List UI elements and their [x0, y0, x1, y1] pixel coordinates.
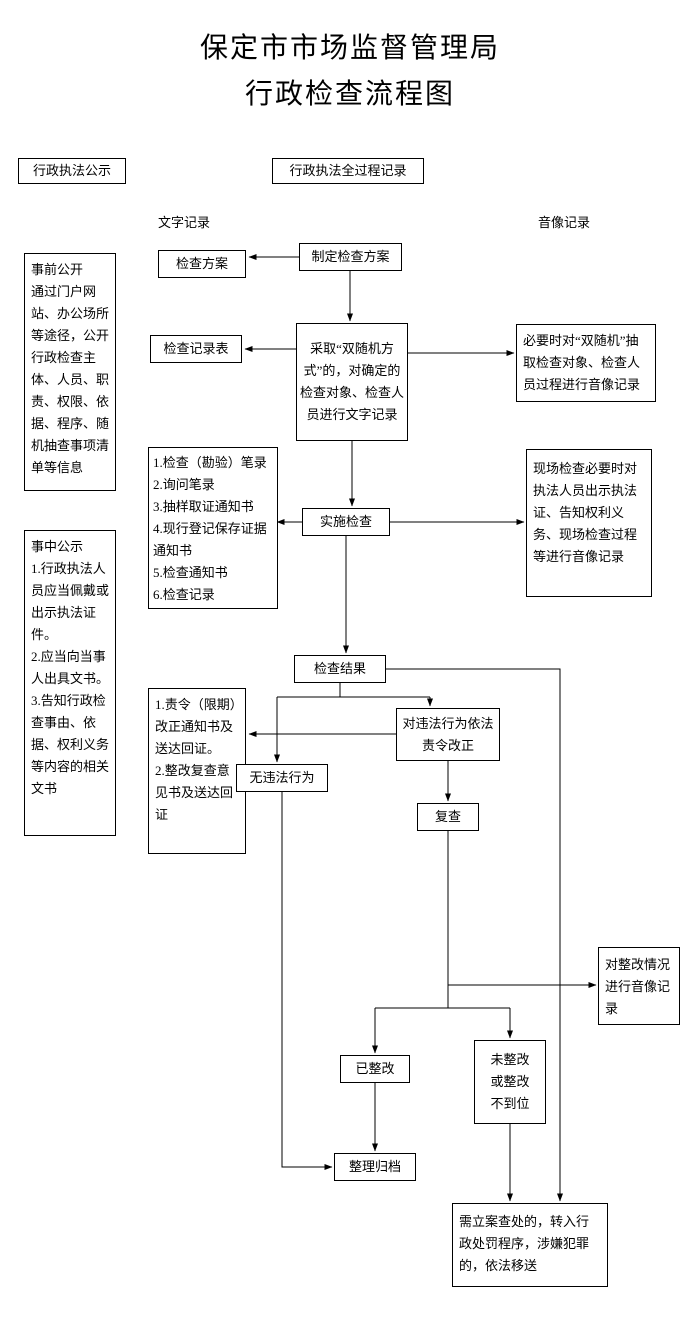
node-correction-documents: 1.责令（限期）改正通知书及送达回证。 2.整改复查意见书及送达回证 [148, 688, 246, 854]
node-inspection-result: 检查结果 [294, 655, 386, 683]
header-publicity: 行政执法公示 [18, 158, 126, 184]
node-order-correction: 对违法行为依法责令改正 [396, 708, 500, 761]
header-full-process-record: 行政执法全过程记录 [272, 158, 424, 184]
node-inspection-document-list: 1.检查（勘验）笔录 2.询问笔录 3.抽样取证通知书 4.现行登记保存证据通知… [148, 447, 278, 609]
node-archive: 整理归档 [334, 1153, 416, 1181]
node-implement-inspection: 实施检查 [302, 508, 390, 536]
node-no-violation: 无违法行为 [236, 764, 328, 792]
node-mid-disclosure: 事中公示 1.行政执法人员应当佩戴或出示执法证件。 2.应当向当事人出具文书。 … [24, 530, 116, 836]
node-double-random-av-record: 必要时对“双随机”抽取检查对象、检查人员过程进行音像记录 [516, 324, 656, 402]
node-make-inspection-plan: 制定检查方案 [299, 243, 402, 271]
node-recheck: 复查 [417, 803, 479, 831]
node-rectified: 已整改 [340, 1055, 410, 1083]
page-title-line1: 保定市市场监督管理局 [199, 33, 500, 64]
node-not-rectified: 未整改 或整改 不到位 [474, 1040, 546, 1124]
label-text-record: 文字记录 [158, 215, 211, 230]
node-pre-disclosure: 事前公开 通过门户网站、办公场所等途径，公开行政检查主体、人员、职责、权限、依据… [24, 253, 116, 491]
node-inspection-record-form: 检查记录表 [150, 335, 242, 363]
node-double-random-text-record: 采取“双随机方式”的，对确定的检查对象、检查人员进行文字记录 [296, 323, 408, 441]
node-onsite-av-record: 现场检查必要时对执法人员出示执法证、告知权利义务、现场检查过程等进行音像记录 [526, 449, 652, 597]
node-rectification-av-record: 对整改情况进行音像记录 [598, 947, 680, 1025]
node-case-filing: 需立案查处的，转入行政处罚程序，涉嫌犯罪的，依法移送 [452, 1203, 608, 1287]
page-title: 保定市市场监督管理局 行政检查流程图 [0, 26, 700, 118]
page-title-line2: 行政检查流程图 [244, 79, 455, 110]
node-inspection-plan-doc: 检查方案 [158, 250, 246, 278]
label-av-record: 音像记录 [538, 215, 591, 230]
